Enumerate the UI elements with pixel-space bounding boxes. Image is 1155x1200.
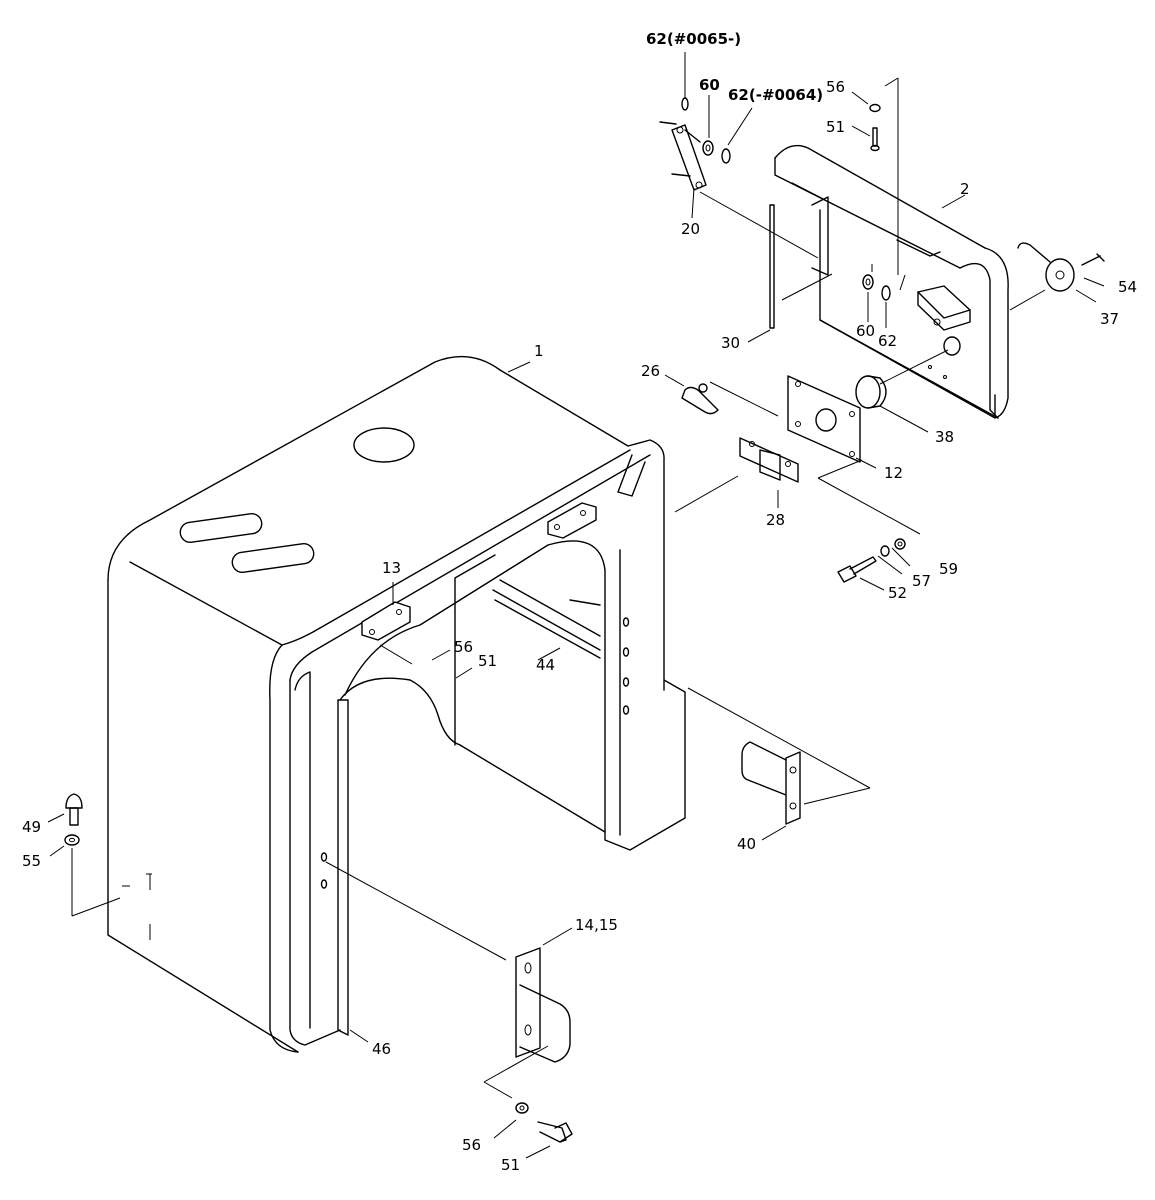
top-cover-part-2 [774, 144, 1009, 419]
label-56-top: 56 [826, 78, 845, 96]
label-30: 30 [721, 334, 740, 352]
label-40: 40 [737, 835, 756, 853]
bolt-part-51-bottom [515, 1102, 573, 1143]
label-57: 57 [912, 572, 931, 590]
label-59: 59 [939, 560, 958, 578]
latch-part-26 [681, 383, 719, 415]
label-62-0065: 62(#0065-) [646, 30, 741, 48]
plate-part-12 [787, 375, 861, 463]
label-37: 37 [1100, 310, 1119, 328]
label-1-top: 1 [534, 342, 544, 360]
label-28: 28 [766, 511, 785, 529]
assembly-lines [71, 77, 1046, 1099]
rod-part-30 [769, 204, 775, 329]
label-51-top: 51 [826, 118, 845, 136]
label-56-bottom: 56 [462, 1136, 481, 1154]
bolt-part-49 [64, 793, 83, 846]
rubber-mount-part-38 [855, 375, 887, 409]
label-2: 2 [960, 180, 970, 198]
label-46: 46 [372, 1040, 391, 1058]
label-62-mid: 62 [878, 332, 897, 350]
handle-part-40 [741, 741, 801, 825]
handle-part-14-15 [515, 947, 571, 1063]
label-60-top: 60 [699, 76, 720, 94]
main-cover-part-1 [107, 355, 686, 1053]
label-54: 54 [1118, 278, 1137, 296]
lock-part-28 [739, 437, 799, 483]
callout-labels: 62(#0065-) 60 62(-#0064) 56 51 2 20 54 3… [22, 30, 1137, 1174]
label-26: 26 [641, 362, 660, 380]
latch-part-20 [659, 121, 707, 191]
label-leaders [47, 52, 1105, 1159]
label-38: 38 [935, 428, 954, 446]
bolt-part-52 [837, 538, 906, 583]
bolt-washer-top [869, 103, 881, 152]
label-49: 49 [22, 818, 41, 836]
label-13: 13 [382, 559, 401, 577]
label-60-mid: 60 [856, 322, 875, 340]
label-55: 55 [22, 852, 41, 870]
label-51-mid: 51 [478, 652, 497, 670]
label-62-0064: 62(-#0064) [728, 86, 823, 104]
bracket-part-37 [1017, 242, 1105, 292]
label-20: 20 [681, 220, 700, 238]
label-51-bottom: 51 [501, 1156, 520, 1174]
label-12: 12 [884, 464, 903, 482]
label-52: 52 [888, 584, 907, 602]
label-14-15: 14,15 [575, 916, 618, 934]
label-56-mid: 56 [454, 638, 473, 656]
label-44: 44 [536, 656, 555, 674]
